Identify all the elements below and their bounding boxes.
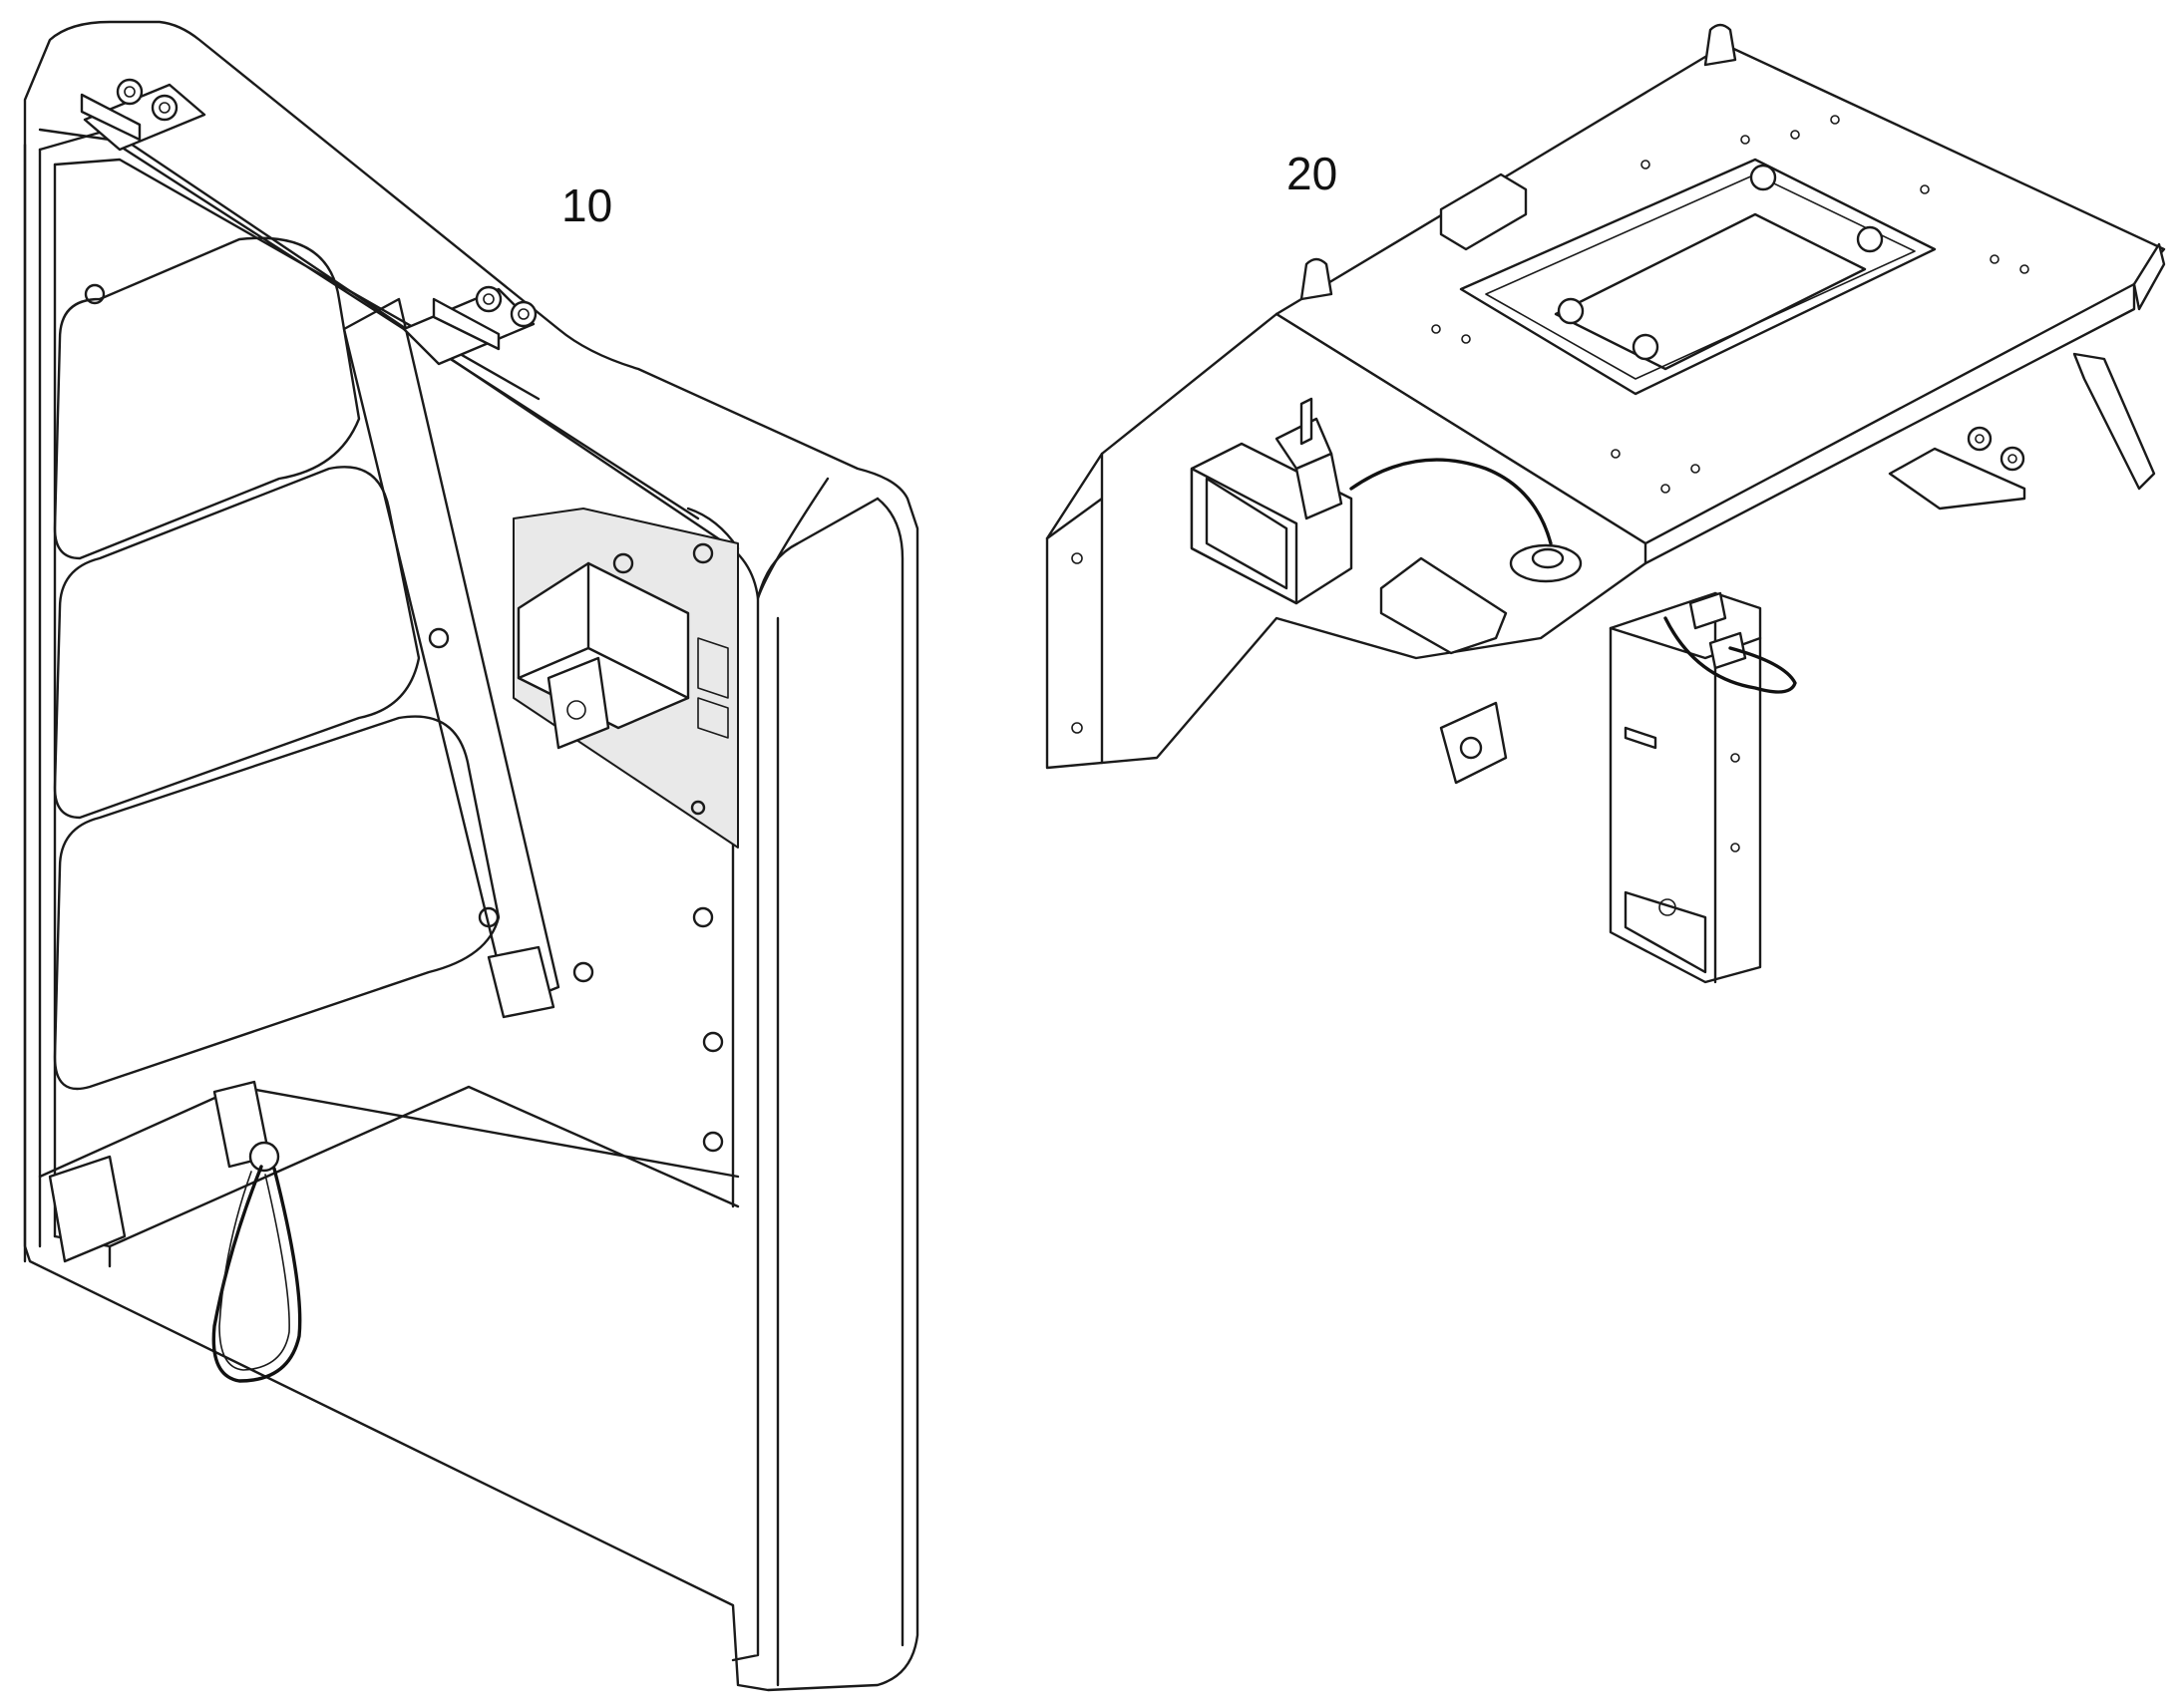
door-window-middle: [53, 466, 421, 820]
door-mounted-motor: [513, 508, 739, 849]
frame-right-arm: [2072, 352, 2156, 491]
frame-side-hole-2: [1071, 722, 1083, 734]
frame-nuts: [1967, 426, 2025, 472]
frame-left-flange: [1045, 452, 1104, 765]
door-window-lower: [53, 715, 501, 1091]
frame-post-bolt: [1624, 726, 1657, 750]
frame-vertical-post: [1609, 591, 1762, 984]
door-bottom-latch-plate: [48, 1155, 127, 1263]
frame-cable-grommet: [1509, 543, 1583, 583]
frame-side-hole-1: [1071, 552, 1083, 564]
frame-deck-block: [1439, 172, 1528, 251]
frame-access-plate-inner: [1485, 173, 1916, 380]
door-fasteners: [84, 283, 724, 1153]
door-diagonal-strut: [342, 297, 560, 1009]
door-sill-bracket: [487, 945, 555, 1019]
label-part-10: 10: [561, 179, 612, 231]
frame-lower-bracket: [1888, 447, 2026, 511]
door-window-upper: [53, 236, 361, 560]
part-10-door-assembly: [23, 20, 919, 1692]
frame-lifting-ear-left: [1299, 257, 1333, 301]
label-part-20: 20: [1286, 148, 1337, 199]
frame-camera-cable: [1349, 458, 1553, 545]
frame-lifting-ear-top: [1703, 23, 1737, 67]
door-hinge-right: [402, 285, 538, 366]
frame-side-pad: [1379, 556, 1508, 655]
frame-camera-unit: [1190, 397, 1353, 605]
frame-connector-harness: [1663, 591, 1797, 694]
frame-right-end: [2132, 242, 2166, 311]
door-hinge-left: [80, 78, 206, 152]
frame-deck-holes: [1431, 115, 2029, 494]
door-right-edge: [686, 477, 905, 1687]
frame-plate-bolts: [1557, 164, 1884, 361]
door-pull-strap: [211, 1080, 302, 1383]
part-20-frame-assembly: [1045, 23, 2166, 984]
frame-pivot-lug: [1439, 701, 1508, 785]
frame-access-plate: [1459, 158, 1937, 396]
